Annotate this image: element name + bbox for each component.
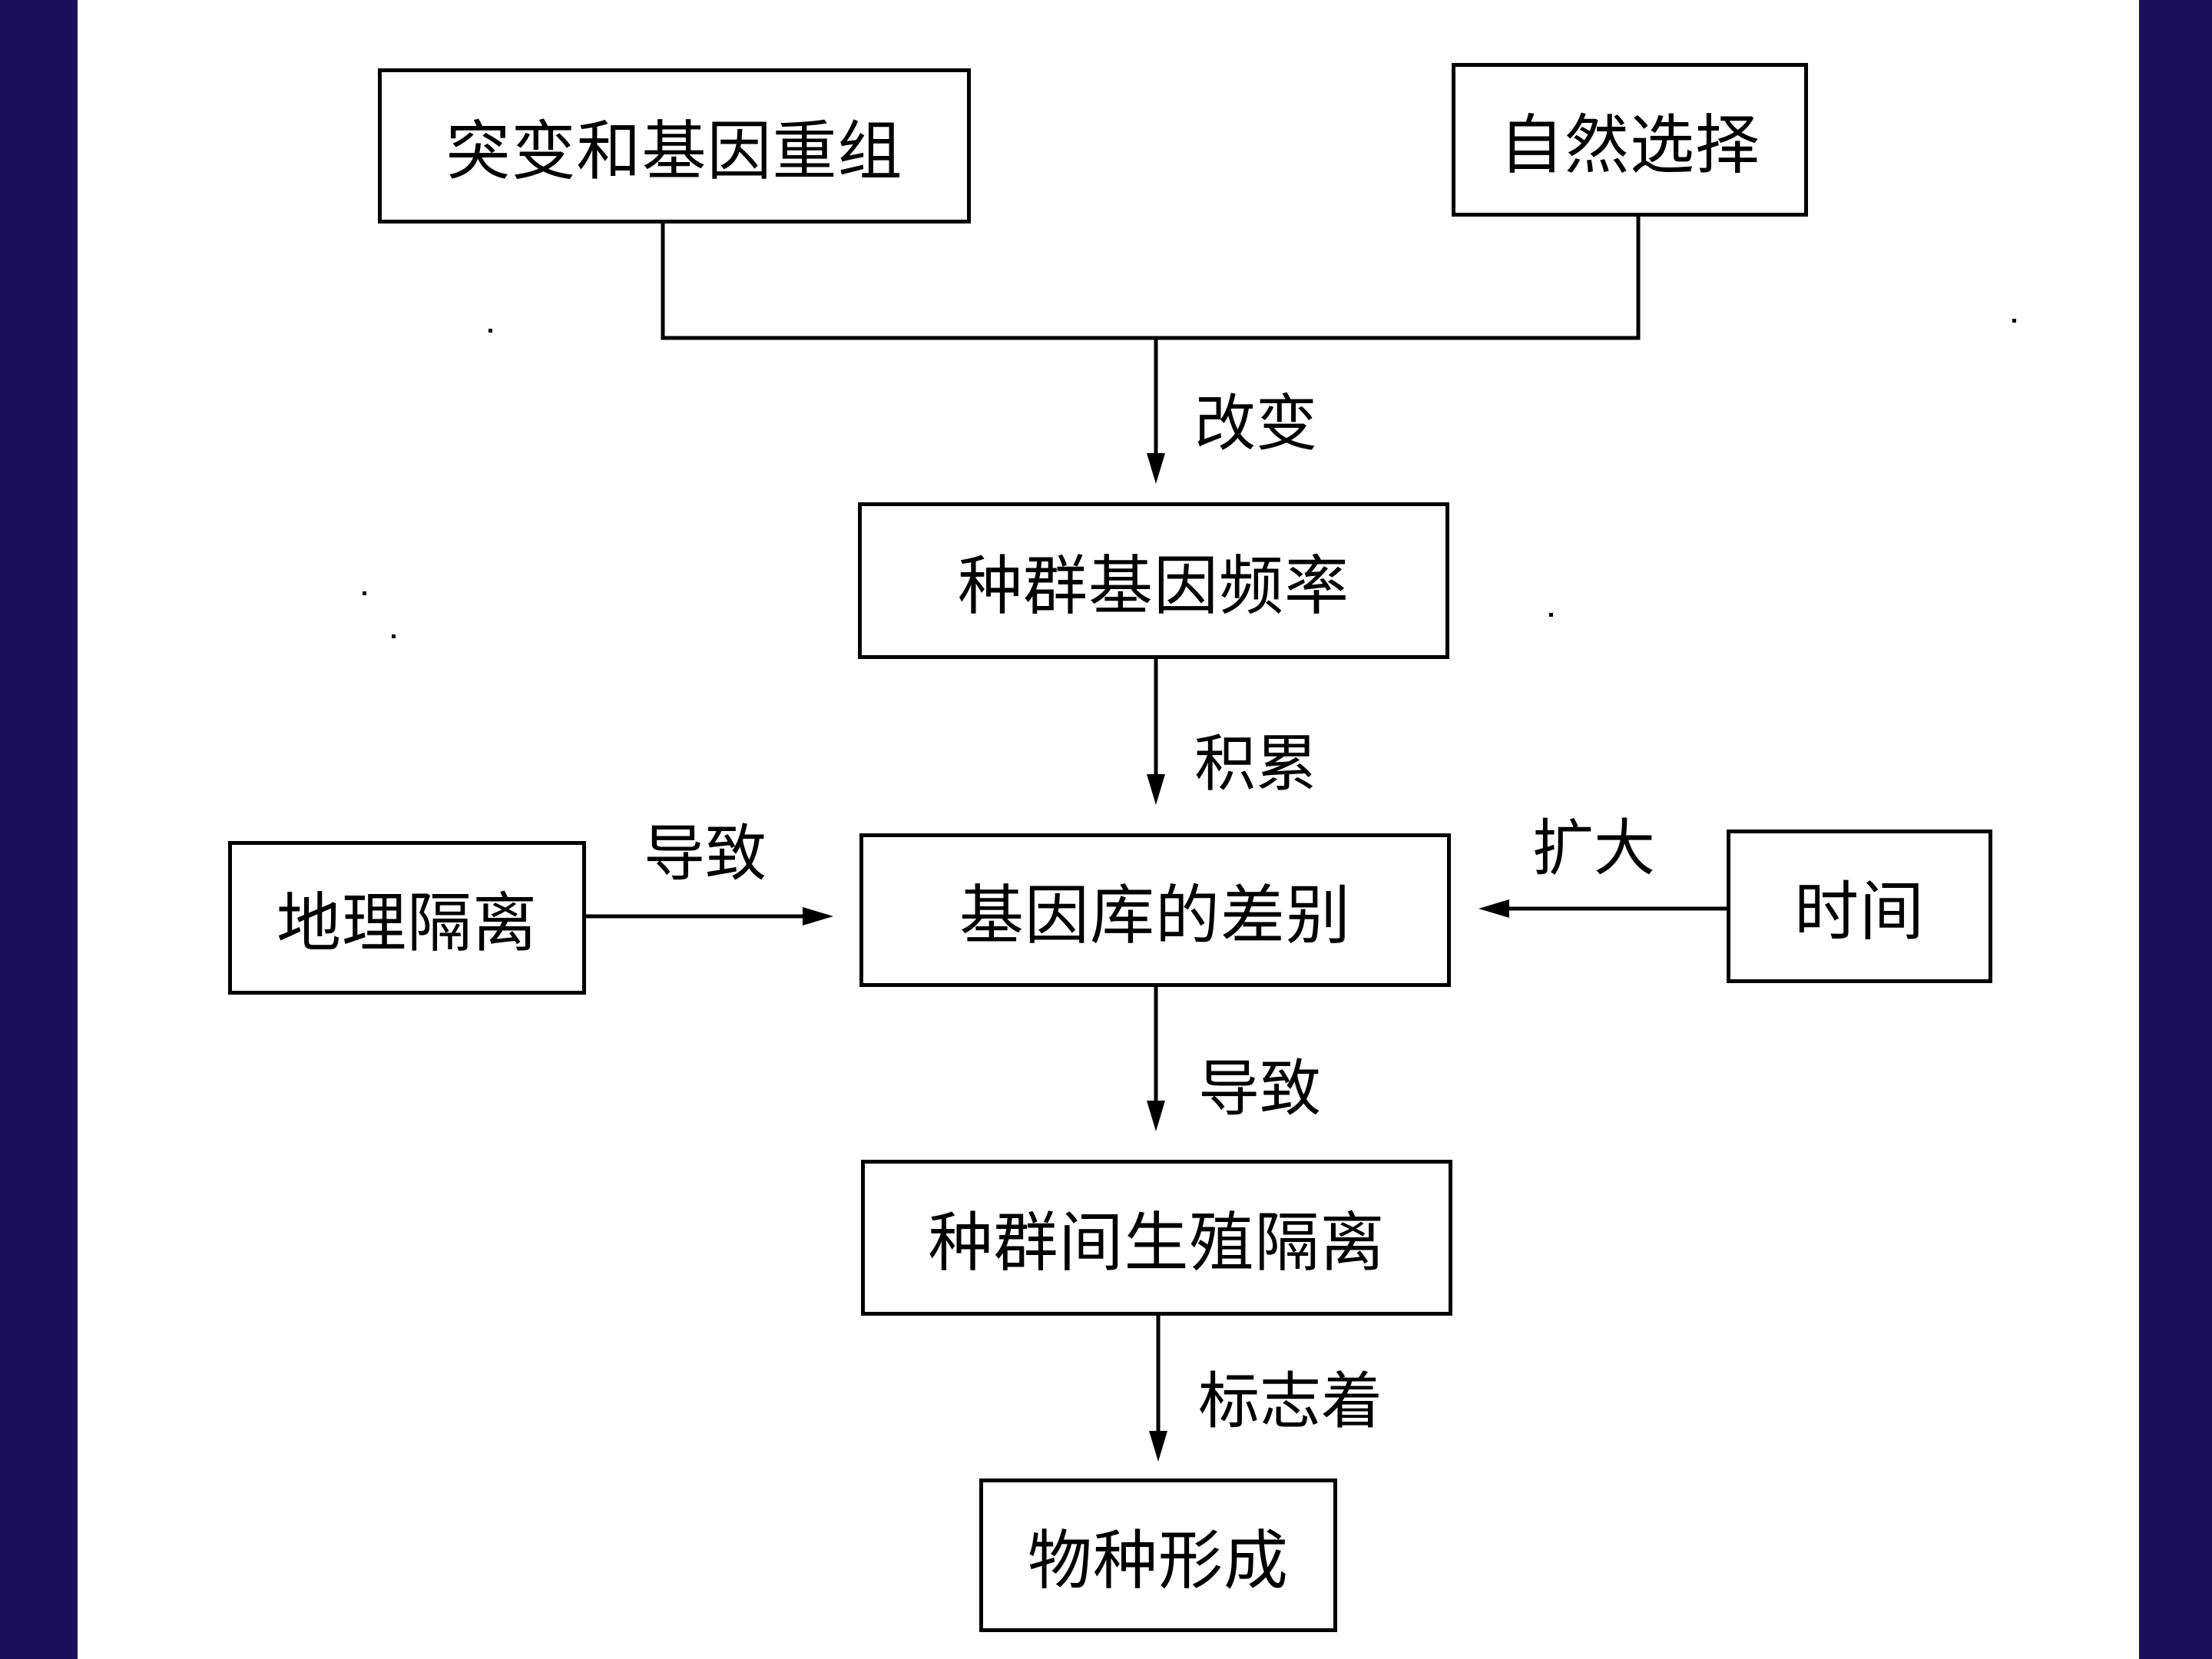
edge-label-cause-left: 导致 bbox=[644, 818, 767, 889]
edge-label-marks: 标志着 bbox=[1198, 1366, 1382, 1437]
edge-label-expand: 扩大 bbox=[1532, 813, 1655, 884]
arrow-cause-down-head bbox=[1147, 1101, 1165, 1131]
arrow-marks-head bbox=[1149, 1431, 1167, 1462]
arrow-cause-left-head bbox=[803, 907, 833, 926]
arrow-expand-head bbox=[1479, 899, 1509, 918]
node-reproductive-isolation: 种群间生殖隔离 bbox=[861, 1160, 1452, 1316]
scan-speck bbox=[488, 329, 492, 333]
node-mutation: 突变和基因重组 bbox=[378, 68, 971, 224]
scan-speck bbox=[1549, 613, 1553, 617]
merge-bracket bbox=[661, 215, 1641, 340]
node-natural-selection: 自然选择 bbox=[1452, 63, 1808, 217]
node-gene-frequency: 种群基因频率 bbox=[858, 502, 1449, 659]
scan-speck bbox=[363, 591, 366, 595]
scan-speck bbox=[2012, 319, 2016, 323]
arrow-change-head bbox=[1147, 453, 1165, 484]
edge-label-cause-down: 导致 bbox=[1198, 1053, 1321, 1124]
arrow-accumulate-head bbox=[1147, 774, 1165, 805]
edge-label-accumulate: 积累 bbox=[1194, 728, 1317, 800]
scan-speck bbox=[392, 634, 396, 638]
node-geographic-isolation: 地理隔离 bbox=[228, 841, 586, 995]
edge-label-change: 改变 bbox=[1194, 388, 1317, 459]
node-gene-pool-difference: 基因库的差别 bbox=[859, 833, 1451, 987]
node-speciation: 物种形成 bbox=[979, 1479, 1337, 1632]
node-time: 时间 bbox=[1727, 830, 1992, 983]
